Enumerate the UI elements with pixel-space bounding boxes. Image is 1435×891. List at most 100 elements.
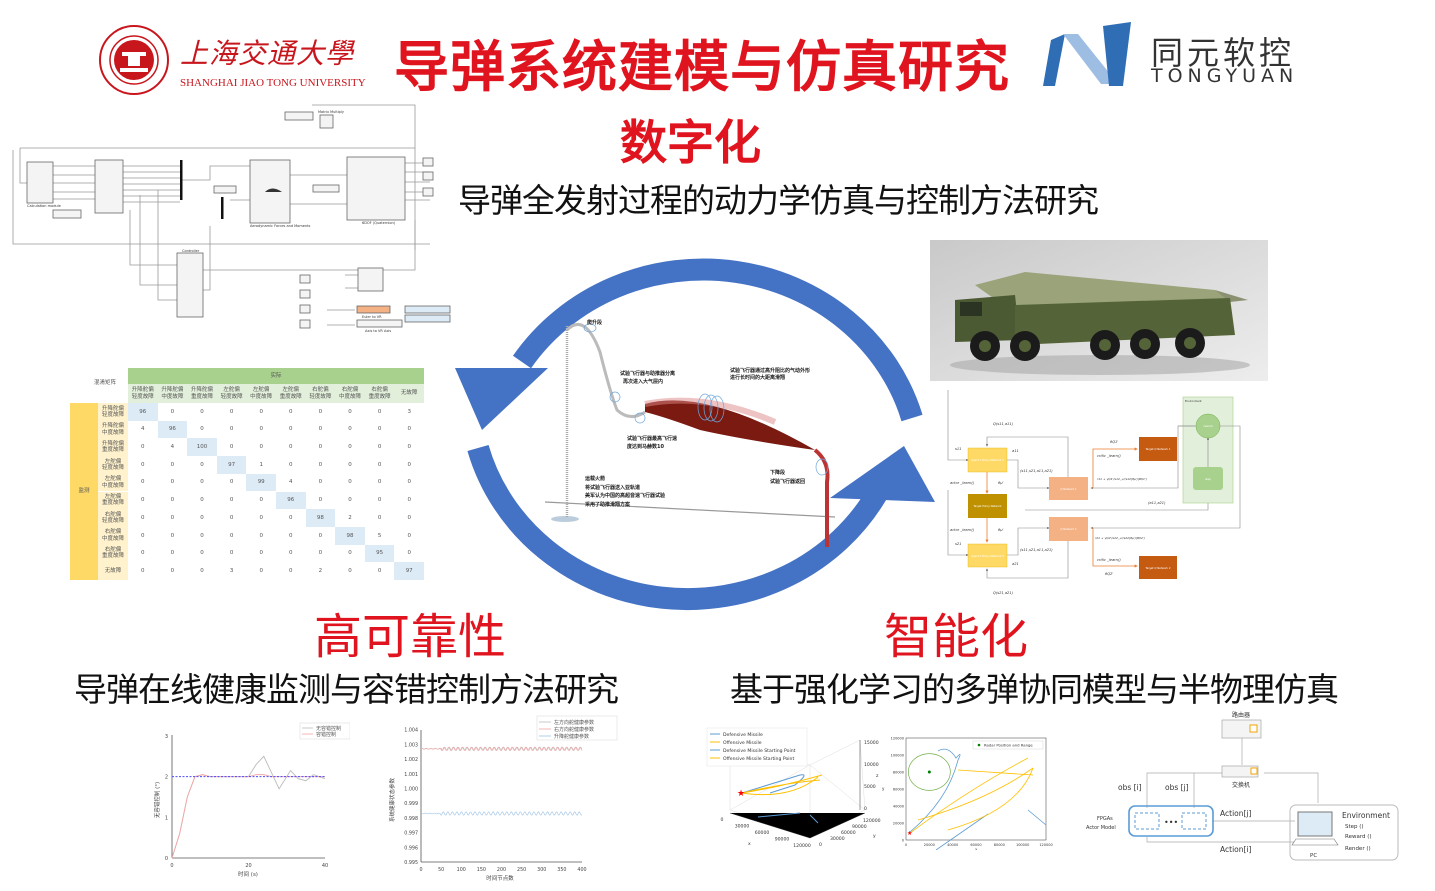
x-tick-label: 400 [577,867,586,873]
cm-cell: 0 [259,550,263,557]
cm-column-header: 升降舵偏 重度故障 [187,384,217,403]
agent1-policy-node[interactable] [967,447,1008,473]
cm-cell: 0 [289,426,293,433]
target-policy-node[interactable] [968,494,1007,518]
cm-cell: 99 [246,473,276,492]
y-axis-label: 无容错控制 (°) [153,782,161,818]
cm-cell: 0 [170,479,175,486]
vr-sink-block[interactable] [357,267,384,292]
series-line-2 [420,811,583,816]
trajectory-line [1027,809,1047,826]
cm-cell: 0 [318,461,323,468]
critic-learn-label-2: critic _learn() [1097,558,1121,562]
theta-mu-label-1: θμ' [998,481,1003,485]
legend-label: 左方向舵健康参数 [554,719,594,726]
x-tick-label: 90000 [775,837,790,843]
y-tick-label: 60000 [893,788,904,792]
x-tick-label: 100 [457,867,466,873]
cm-cell: 0 [348,497,352,504]
reward-node[interactable] [1195,413,1221,439]
trajectory-line [947,767,1034,831]
router-label: 路由器 [1232,711,1250,719]
obs-i-label: obs [i] [1118,783,1142,792]
cm-cell: 0 [407,514,411,521]
target-q-network-2-node[interactable] [1139,556,1177,579]
traj-mach-label-1: 试验飞行器最高飞行速 [627,435,677,442]
cm-cell: 5 [377,532,382,539]
x-tick-label: 100000 [1016,843,1029,847]
target-q-network-1-node[interactable] [1139,437,1177,461]
cm-column-header: 左舵偏 轻度故障 [216,384,247,403]
y-tick-label: 0.997 [404,831,418,837]
cm-column-header: 左舵偏 中度故障 [246,384,276,403]
reliability-subtitle: 导弹在线健康监测与容错控制方法研究 [74,670,619,709]
fpga-group[interactable] [1128,805,1214,837]
cm-cell: 0 [170,567,175,574]
y-tick-label: 2 [165,775,168,781]
q-network-1-node[interactable] [1049,477,1088,500]
legend-label: 无容错控制 [316,725,341,732]
x-tick-label: 60000 [970,843,981,847]
x-tick-label: 120000 [793,843,811,849]
matrix-multiply-block[interactable] [319,114,334,129]
switch-icon[interactable] [1221,765,1259,778]
cm-monitored-header: 监测 [70,403,98,580]
pc-monitor-icon[interactable] [1297,811,1333,837]
cm-cell: 0 [377,497,382,504]
y-axis-label: y [873,834,876,839]
cm-cell: 0 [141,550,145,557]
q-network-2-node[interactable] [1049,517,1088,541]
cm-cell: 97 [394,562,424,580]
y-tick-label: 20000 [893,822,904,826]
cm-cell: 0 [170,532,175,539]
x-tick-label: 0 [905,843,907,847]
traj-glide-label-2: 进行长时间的大距离滑翔 [730,374,785,381]
agent2-label: Agent 2 Policy Network 2 [971,554,1004,558]
actor-learn-label-2: actor _learn() [950,528,975,532]
calculation-module-block[interactable] [26,161,54,204]
cm-column-header: 右舵偏 中度故障 [335,384,365,403]
cm-cell: 0 [318,550,323,557]
sixdof-block[interactable] [346,156,406,221]
legend-label: Offensive Missile Starting Point [723,756,794,762]
plot-area [905,737,1047,841]
a21-label: a21 [1012,562,1019,566]
legend-label: Radar Position and Range [984,743,1033,748]
controller-block[interactable] [176,252,204,318]
partner-name-en: TONGYUAN [1151,65,1299,87]
cm-cell: 4 [170,444,175,451]
ellipsis-icon: ••• [1164,818,1178,827]
cm-cell: 0 [407,497,411,504]
trajectory-line [935,813,989,850]
x-tick-label: 80000 [994,843,1005,847]
traj-mach-label-2: 度达到马赫数10 [627,443,664,450]
cm-cell: 0 [229,444,234,451]
legend-label: 升降舵健康参数 [554,733,589,740]
cm-row-header: 右舵偏 轻度故障 [98,509,128,527]
function-block[interactable] [94,159,124,214]
cm-cell: 0 [318,426,323,433]
x-tick-label: 40 [322,863,328,869]
cm-cell: 0 [407,444,411,451]
agent2-policy-node[interactable] [967,543,1008,568]
action-j-label: Action[j] [1220,809,1251,818]
step-node[interactable] [1193,467,1223,490]
cm-actual-header: 实际 [128,368,424,384]
missile-launcher-photo [930,240,1268,381]
cm-cell: 1 [259,461,263,468]
cm-cell: 0 [170,514,175,521]
traj-separation-label-1: 试验飞行器与助推器分离 [620,370,675,377]
target-q2-label: Target Q Network 2 [1145,566,1170,570]
cm-cell: 0 [377,514,382,521]
cm-cell: 96 [128,403,158,421]
cm-cell: 0 [407,461,411,468]
cm-cell: 2 [348,514,352,521]
cm-cell: 0 [200,461,204,468]
intelligent-title: 智能化 [884,609,1029,665]
theta-q1-label: θQ1' [1110,440,1118,444]
traj-descent-label-2: 试验飞行器返回 [770,478,805,485]
traj-rocket-label-4: 采用了助推滑翔方案 [584,501,631,508]
y-tick-label: 1.004 [404,728,418,734]
